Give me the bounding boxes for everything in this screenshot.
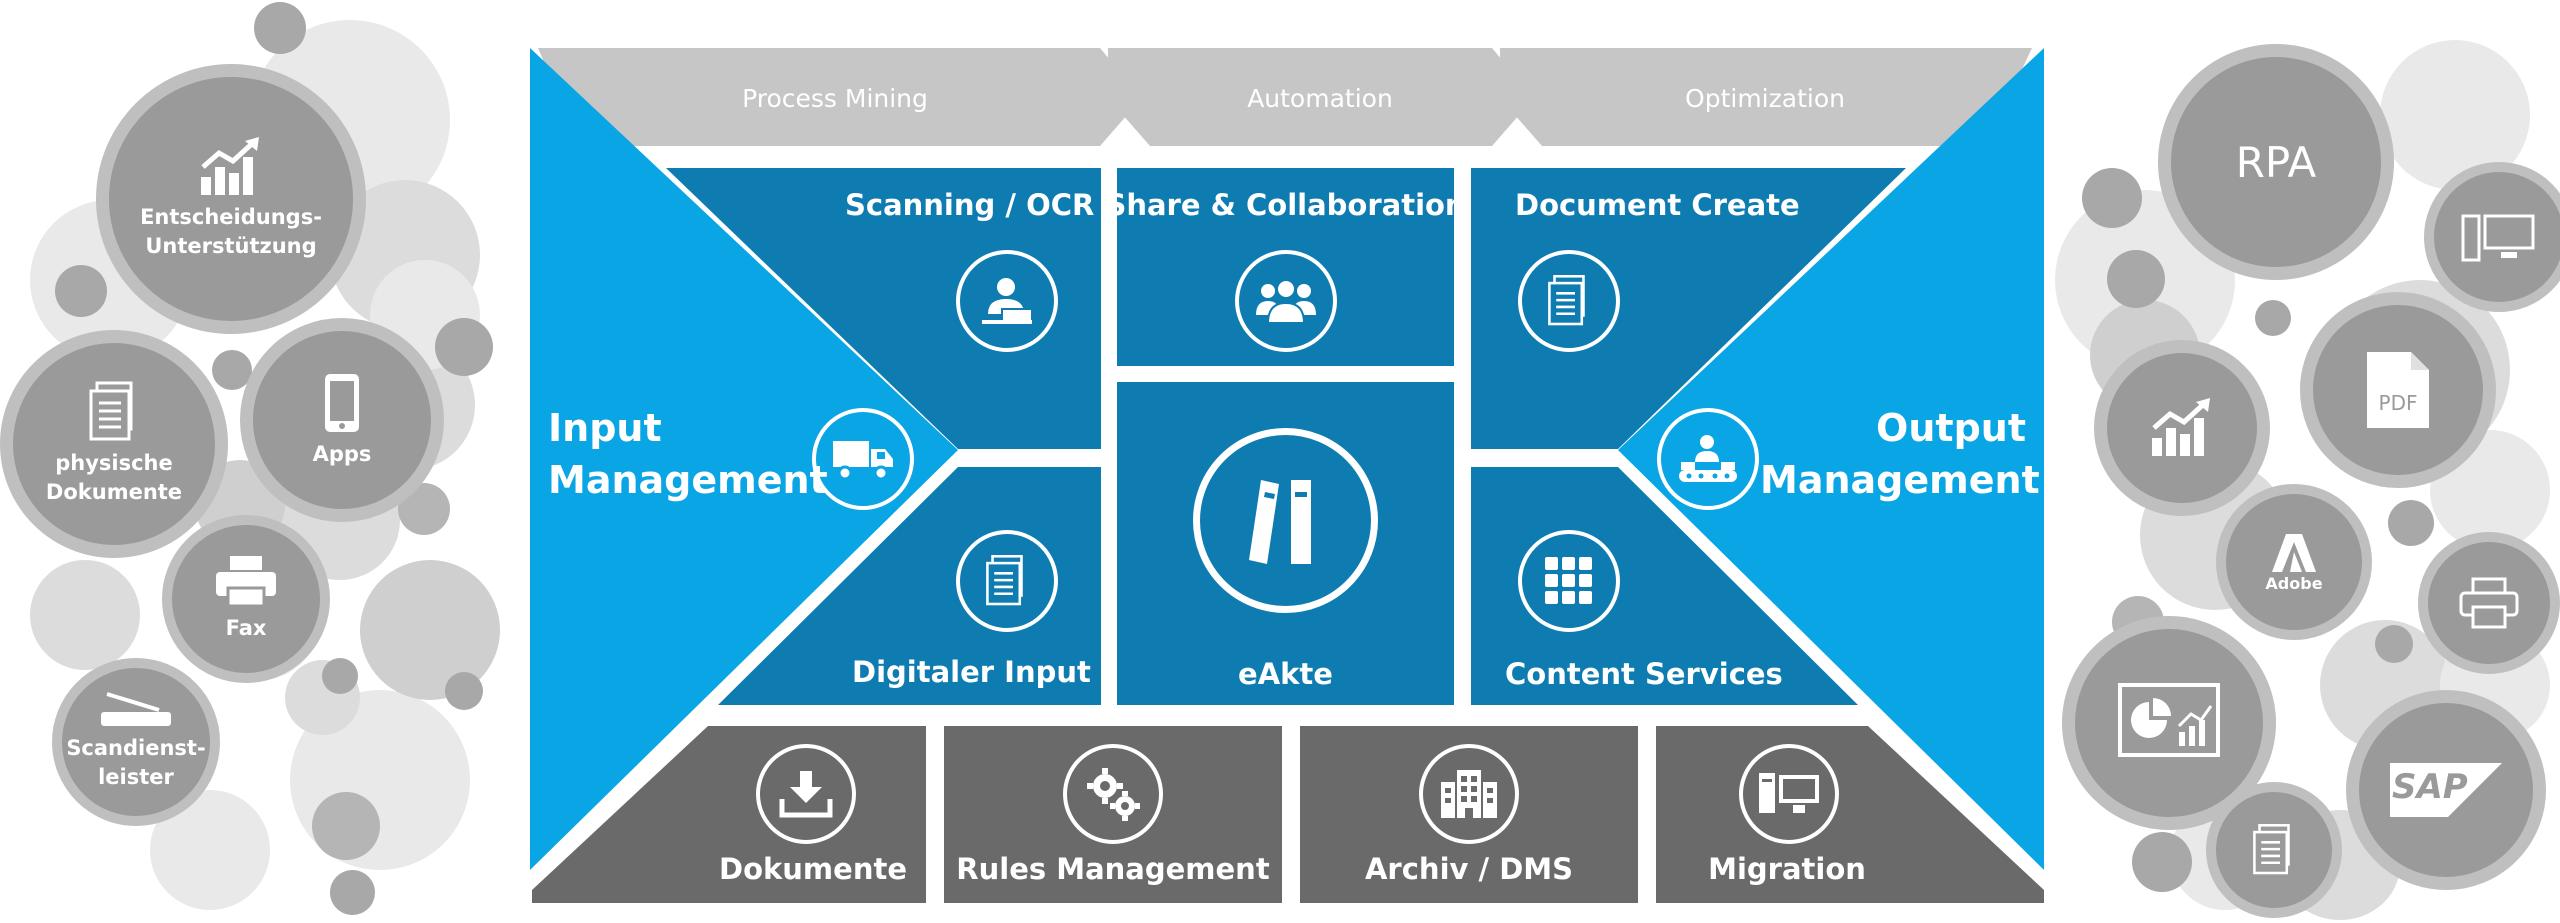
label-entscheidung: Entscheidungs- Unterstützung [140, 205, 322, 258]
decor-dot [212, 350, 252, 390]
tile-dokumente-title: Dokumente [719, 852, 907, 886]
presentation-board-icon [2118, 683, 2220, 757]
input-management-shape [530, 48, 958, 870]
gears-icon [1063, 744, 1163, 844]
tile-digitaler-input-shape [718, 467, 1101, 705]
grid-apps-icon [1518, 530, 1620, 632]
phase-process-mining: Process Mining [742, 83, 928, 113]
decor-dot [2107, 250, 2165, 308]
truck-icon [812, 408, 914, 510]
decor-dot [2132, 832, 2192, 892]
bubble-computer [2424, 162, 2560, 312]
decor-dot [55, 265, 107, 317]
create-documents-icon [1518, 250, 1620, 352]
bubble-adobe: Adobe [2216, 484, 2372, 640]
tile-document-create-shape [1471, 168, 1906, 449]
decor-dot [254, 2, 306, 54]
chevron-optimization [1500, 48, 2032, 146]
tile-digitaler-input-title: Digitaler Input [852, 655, 1091, 689]
phase-automation: Automation [1247, 83, 1393, 113]
tile-scanning-title: Scanning / OCR [845, 188, 1095, 222]
migration-computer-icon [1739, 744, 1839, 844]
group-people-icon [1235, 250, 1337, 352]
fax-icon [216, 555, 276, 607]
tile-scanning-shape [666, 168, 1101, 449]
tile-rules-title: Rules Management [956, 852, 1270, 886]
bubble-document [2206, 782, 2342, 918]
label-pdf: PDF [2378, 391, 2418, 415]
digital-documents-icon [956, 530, 1058, 632]
download-inbox-icon [756, 744, 856, 844]
printer-icon [2459, 577, 2519, 629]
decor-bubble [30, 560, 140, 670]
label-rpa: RPA [2235, 137, 2317, 187]
pdf-file-icon [2367, 352, 2429, 428]
decor-dot [312, 792, 380, 860]
output-management-label: Output Management [1760, 406, 2040, 502]
documents-icon [2253, 824, 2290, 875]
decor-dot [2375, 625, 2413, 663]
building-icon [1419, 744, 1519, 844]
phase-optimization: Optimization [1685, 83, 1845, 113]
smartphone-icon [325, 373, 359, 432]
decor-dot [445, 672, 483, 710]
scanner-icon [101, 692, 171, 726]
decor-dot [322, 658, 358, 694]
computer-icon [2461, 214, 2535, 262]
tile-share-title: Share & Collaboration [1105, 188, 1466, 222]
output-management-shape [1618, 48, 2044, 870]
label-adobe: Adobe [2265, 573, 2323, 593]
chevron-automation [1108, 48, 1534, 146]
decor-dot [2082, 168, 2142, 228]
decor-dot [330, 870, 375, 915]
tile-content-services-title: Content Services [1505, 657, 1783, 691]
sap-logo-icon: SAP [2388, 761, 2504, 819]
chevron-process-mining [538, 48, 1142, 146]
adobe-logo-icon [2272, 533, 2316, 572]
label-scandienstleister: Scandienst- leister [66, 736, 206, 789]
tile-migration-title: Migration [1708, 852, 1866, 886]
label-sap: SAP [2392, 767, 2468, 807]
chart-up-icon [201, 137, 259, 195]
conveyor-worker-icon [1657, 408, 1759, 510]
input-management-label: Input Management [548, 406, 828, 502]
label-apps: Apps [312, 441, 372, 466]
decor-dot [2255, 300, 2291, 336]
tile-document-create-title: Document Create [1515, 188, 1800, 222]
decor-dot [2388, 500, 2434, 546]
label-physische-dokumente: physische Dokumente [45, 451, 183, 504]
bubble-fax: Fax [162, 515, 330, 683]
tile-archiv-title: Archiv / DMS [1364, 852, 1574, 886]
binders-icon [1193, 428, 1378, 613]
chart-up-icon [2152, 398, 2210, 456]
bubble-printer [2418, 532, 2560, 674]
tile-content-services-shape [1471, 467, 1858, 705]
tile-eakte-title: eAkte [1238, 657, 1333, 691]
decor-dot [435, 318, 493, 376]
label-fax: Fax [225, 615, 267, 640]
bubble-scandienstleister: Scandienst- leister [52, 658, 220, 826]
documents-icon [89, 381, 133, 441]
person-laptop-icon [956, 250, 1058, 352]
